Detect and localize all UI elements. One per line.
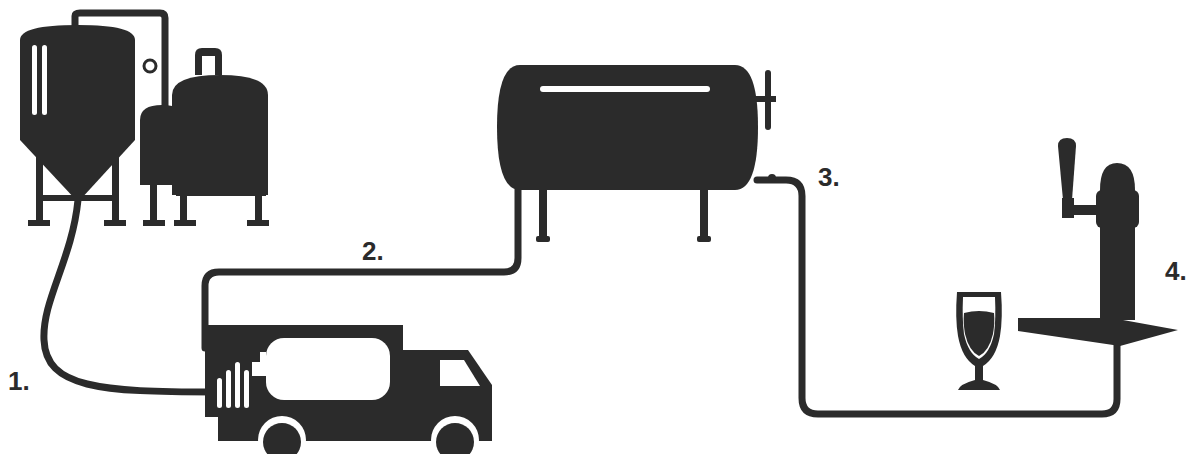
glass-inner xyxy=(963,297,996,359)
beer-tap xyxy=(1018,138,1178,346)
drip-tray xyxy=(1018,318,1178,346)
tank-leg xyxy=(700,185,708,237)
tank-leg xyxy=(180,195,187,222)
fermenter-highlight xyxy=(42,45,47,115)
tank-foot xyxy=(247,220,269,226)
fermenter-foot xyxy=(28,220,50,226)
glass-outline xyxy=(956,292,1002,390)
tank-valve xyxy=(260,352,266,364)
beer-glass xyxy=(956,292,1002,390)
truck-tank xyxy=(266,338,390,400)
tank-bar xyxy=(244,370,249,408)
fermenter-leg xyxy=(36,140,43,222)
truck-cargo xyxy=(205,325,403,417)
mash-tank xyxy=(172,75,268,195)
tap-handle xyxy=(1058,138,1076,200)
tank-bar xyxy=(226,370,231,408)
truck-wheel xyxy=(263,423,301,454)
tank-foot xyxy=(536,236,550,242)
tank-valve xyxy=(252,362,268,376)
valve-stem xyxy=(766,96,776,102)
fermenter-highlight xyxy=(32,45,37,115)
callout-number: 4. xyxy=(1165,258,1187,284)
tap-arm xyxy=(1070,205,1102,215)
callout-number: 1. xyxy=(8,368,30,394)
fermenter-leg xyxy=(112,140,119,222)
tap-head xyxy=(1096,190,1139,228)
tank-body xyxy=(497,65,758,190)
callout-number: 2. xyxy=(362,238,384,264)
pipes xyxy=(44,13,1117,414)
tank-frame xyxy=(176,190,266,196)
tank-leg xyxy=(539,185,547,237)
gauge xyxy=(144,60,156,72)
truck-window xyxy=(440,360,480,386)
pipe-one xyxy=(44,200,215,392)
tank-bar xyxy=(235,362,240,408)
tank-foot xyxy=(174,220,196,226)
tank-foot xyxy=(697,236,711,242)
tank-leg xyxy=(150,185,157,222)
pipe-three xyxy=(757,180,1117,414)
tank-leg xyxy=(255,195,262,222)
wheel-arch xyxy=(431,416,479,454)
tap-column xyxy=(1100,163,1135,320)
truck-wheel xyxy=(436,423,474,454)
callout-number: 3. xyxy=(818,164,840,190)
truck xyxy=(205,325,492,454)
fermenter-frame xyxy=(36,195,119,201)
tank-hatch xyxy=(195,48,222,75)
pipe-two xyxy=(205,188,518,348)
brewery xyxy=(20,25,269,226)
glass-beer xyxy=(964,311,995,356)
tank-foot xyxy=(143,220,165,226)
tank-highlight xyxy=(540,86,710,92)
wheel-arch xyxy=(258,416,306,454)
fermenter-foot xyxy=(104,220,126,226)
storage-tank xyxy=(497,65,776,242)
pipe-valve xyxy=(768,174,776,182)
tank-bar xyxy=(217,378,222,408)
